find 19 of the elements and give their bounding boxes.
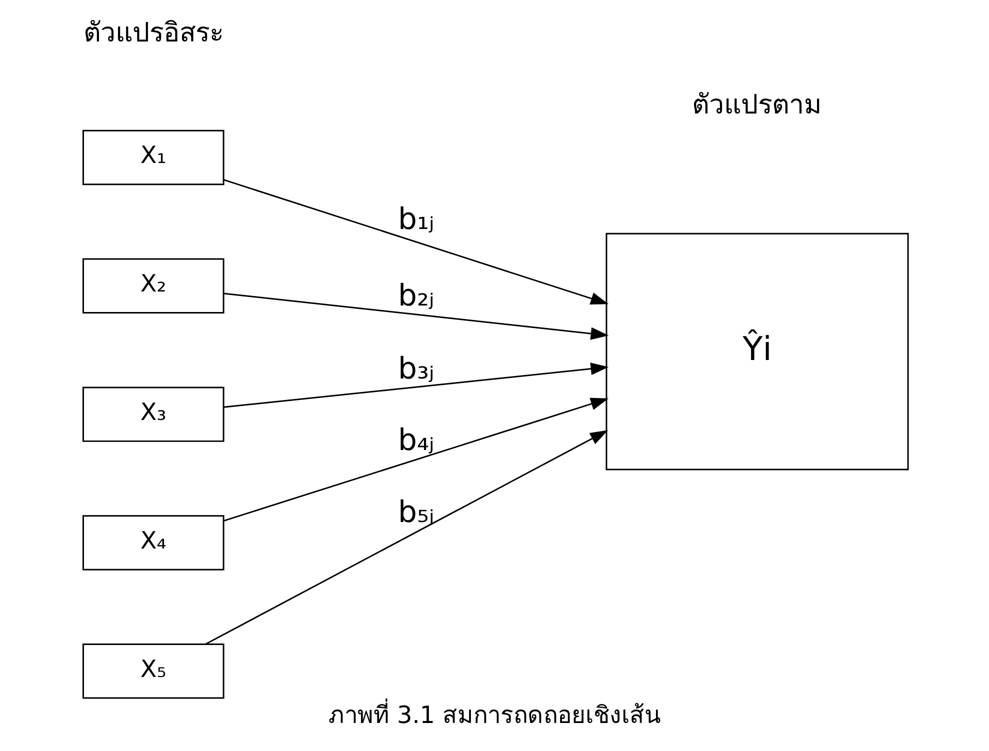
edge-label: b₄ⱼ [398,423,434,458]
node-box: X₃ [82,386,224,442]
arrow [224,179,609,305]
caption: ภาพที่ 3.1 สมการถดถอยเชิงเส้น [328,701,661,730]
edge-label: b₅ⱼ [398,494,434,530]
arrow [205,430,608,645]
edge-label: b₃ⱼ [398,351,434,386]
node-box: Ŷi [606,232,909,470]
label: ตัวแปรอิสระ [83,18,224,49]
node-box: X₁ [82,130,224,186]
arrow [224,362,609,408]
arrow [224,398,609,522]
edge-label: b₁ⱼ [398,202,434,238]
arrow [224,292,609,340]
node-box: X₅ [82,643,224,699]
node-box: X₄ [82,515,224,570]
label: ตัวแปรตาม [692,89,822,120]
edge-label: b₂ⱼ [398,278,434,314]
node-box: X₂ [82,258,224,314]
